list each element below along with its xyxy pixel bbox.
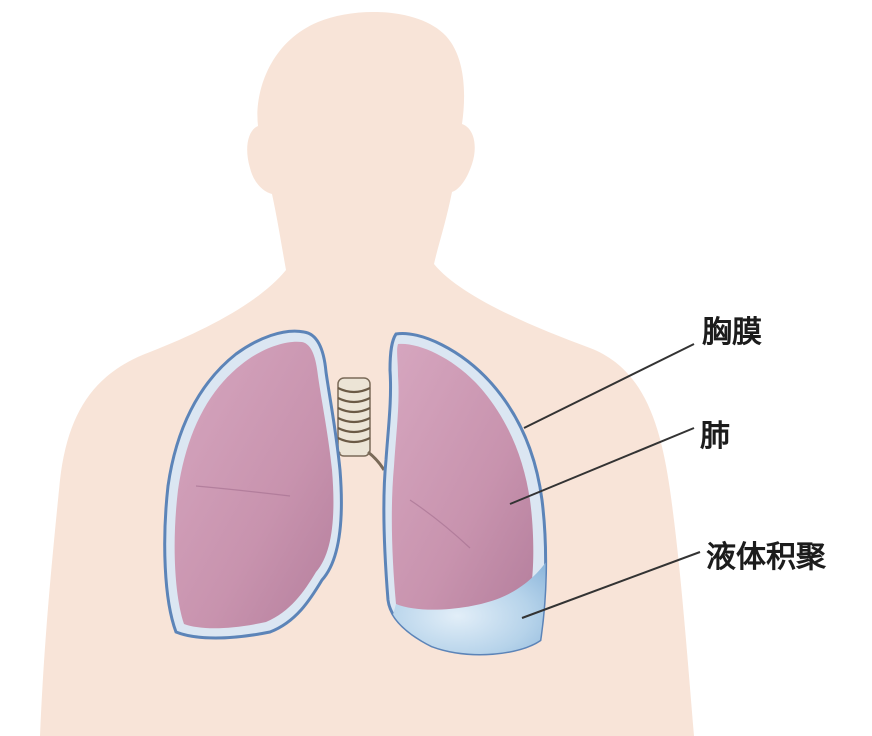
lung-label: 肺 [700, 422, 730, 452]
pleura-label: 胸膜 [702, 318, 762, 348]
fluid-collection-label: 液体积聚 [706, 543, 826, 573]
body-silhouette [40, 12, 694, 736]
